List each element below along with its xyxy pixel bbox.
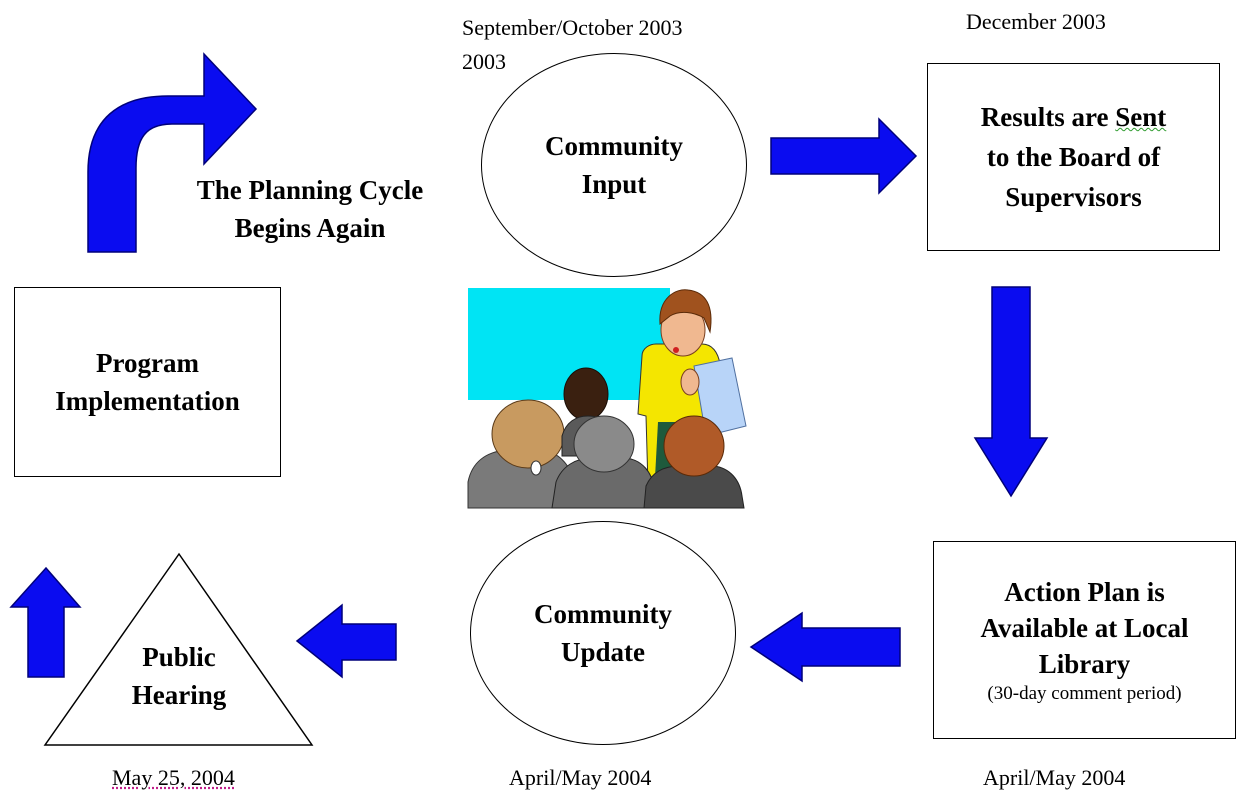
public-hearing-line1: Public bbox=[142, 642, 216, 672]
date-public-hearing: May 25, 2004 bbox=[112, 765, 235, 790]
curved-arrow-icon bbox=[87, 52, 258, 253]
program-implementation-line2: Implementation bbox=[55, 386, 240, 416]
arrow-right-icon bbox=[770, 117, 918, 195]
arrow-left-icon bbox=[749, 611, 901, 683]
planning-cycle-line2: Begins Again bbox=[234, 213, 386, 243]
action-plan-node: Action Plan is Available at Local Librar… bbox=[933, 541, 1236, 739]
public-hearing-triangle bbox=[43, 552, 314, 746]
planning-cycle-line1: The Planning Cycle bbox=[196, 175, 424, 205]
community-update-line2: Update bbox=[560, 637, 645, 667]
date-action-plan: April/May 2004 bbox=[983, 765, 1126, 790]
community-input-node: Community Input bbox=[481, 53, 747, 277]
planning-cycle-label: The Planning Cycle Begins Again bbox=[160, 171, 460, 247]
date-community-update: April/May 2004 bbox=[509, 765, 652, 790]
public-hearing-line2: Hearing bbox=[131, 680, 227, 710]
community-update-node: Community Update bbox=[470, 521, 736, 745]
action-plan-line2: Available at Local bbox=[980, 613, 1189, 643]
arrow-down-icon bbox=[973, 286, 1049, 498]
results-sent-line1: Results are Sent bbox=[980, 102, 1167, 132]
action-plan-line1: Action Plan is bbox=[1004, 577, 1165, 607]
results-sent-node: Results are Sent to the Board of Supervi… bbox=[927, 63, 1220, 251]
action-plan-note: (30-day comment period) bbox=[987, 683, 1182, 704]
action-plan-line3: Library bbox=[1038, 649, 1131, 679]
results-sent-line3: Supervisors bbox=[1005, 182, 1142, 212]
program-implementation-line1: Program bbox=[96, 348, 199, 378]
presenter-with-audience-icon bbox=[467, 288, 747, 509]
date-community-input-extra: 2003 bbox=[462, 49, 506, 74]
program-implementation-node: Program Implementation bbox=[14, 287, 281, 477]
arrow-left-small-icon bbox=[295, 603, 397, 679]
community-input-line2: Input bbox=[581, 169, 647, 199]
date-results-sent: December 2003 bbox=[966, 9, 1106, 34]
community-input-line1: Community bbox=[544, 131, 683, 161]
results-sent-line2: to the Board of bbox=[986, 142, 1161, 172]
date-community-input: September/October 2003 bbox=[462, 15, 683, 40]
arrow-up-icon bbox=[9, 566, 82, 678]
public-hearing-node: Public Hearing bbox=[44, 638, 314, 714]
community-update-line1: Community bbox=[533, 599, 672, 629]
